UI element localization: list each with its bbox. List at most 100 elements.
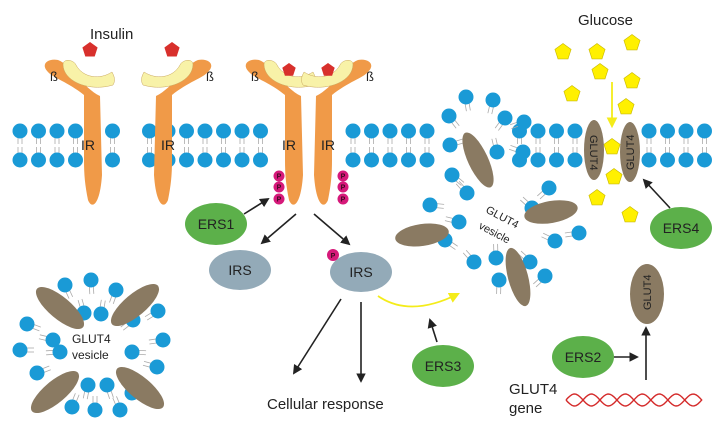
glucose-icon: [563, 85, 581, 102]
insulin-icon: [82, 42, 98, 57]
glut4-gene-label-2: gene: [509, 400, 542, 417]
svg-text:GLUT4: GLUT4: [587, 135, 599, 170]
phosphate-label: P: [341, 174, 346, 181]
lipid-icon: [442, 137, 465, 153]
svg-text:ERS3: ERS3: [425, 358, 462, 374]
lipid-icon: [382, 147, 398, 168]
lipid-icon: [124, 344, 147, 360]
lipid-icon: [29, 365, 51, 381]
lipid-icon: [80, 377, 96, 400]
ers4-node: ERS4: [650, 207, 712, 249]
lipid-icon: [216, 123, 231, 144]
beta-subunit-label: ß: [366, 69, 374, 84]
lipid-icon: [458, 89, 474, 112]
lipid-icon: [533, 268, 553, 288]
ers4-arrow: [642, 178, 671, 209]
translocation-arrow: [377, 293, 460, 308]
ers1-arrow: [243, 197, 270, 215]
arrows: [243, 82, 671, 383]
lipid-icon: [541, 232, 563, 249]
glucose-icon: [554, 43, 572, 60]
receptor-label: IR: [161, 137, 175, 153]
insulin-icon: [164, 42, 180, 57]
lipid-icon: [64, 393, 80, 415]
insulin-receptor: ßIR: [44, 59, 115, 205]
lipid-icon: [234, 123, 250, 144]
lipid-icon: [441, 108, 460, 129]
glucose-icon: [605, 168, 623, 185]
glucose-icon: [591, 63, 609, 80]
ers2-node: ERS2: [552, 336, 614, 378]
lipid-icon: [564, 225, 587, 241]
lipid-icon: [660, 147, 675, 168]
lipid-icon: [49, 123, 65, 144]
irs-node-unphosphorylated: IRS: [209, 250, 271, 290]
glut4-protein: GLUT4: [630, 264, 664, 324]
dna-strand: [565, 393, 703, 407]
glut4-in-vesicle: [35, 286, 85, 330]
lipid-icon: [197, 123, 213, 144]
lipid-icon: [549, 147, 564, 168]
lipid-icon: [382, 123, 398, 144]
lipid-icon: [253, 147, 268, 168]
beta-subunit-label: ß: [206, 69, 214, 84]
lipid-icon: [105, 147, 120, 168]
glut4-in-vesicle: [30, 370, 80, 414]
lipid-icon: [68, 147, 83, 168]
lipid-icon: [518, 250, 538, 270]
glut4-in-vesicle: [110, 283, 160, 327]
insulin-receptor: ßIR: [141, 59, 214, 205]
glucose-icon: [623, 34, 641, 51]
lipid-icon: [488, 243, 504, 266]
glut4-in-vesicle: [115, 366, 165, 410]
receptor-label: IR: [282, 137, 296, 153]
lipid-icon: [419, 123, 435, 144]
lipid-icon: [697, 147, 712, 168]
lipid-icon: [641, 147, 657, 168]
lipid-icon: [31, 147, 46, 168]
lipid-icon: [422, 197, 445, 213]
arrow-to-irs-p: [313, 213, 351, 246]
phosphate-label: P: [277, 174, 282, 181]
lipid-icon: [509, 144, 531, 160]
lipid-icon: [45, 344, 68, 360]
insulin-bound-icon: [321, 63, 335, 76]
lipid-icon: [678, 147, 694, 168]
lipid-icon: [179, 123, 194, 144]
insulin-bound-icon: [282, 63, 296, 76]
lipid-icon: [234, 147, 250, 168]
glut4-in-vesicle: [462, 132, 494, 188]
svg-text:ERS1: ERS1: [198, 216, 235, 232]
lipid-icon: [567, 123, 583, 144]
lipid-icon: [12, 123, 28, 144]
lipid-icon: [12, 342, 34, 358]
lipid-icon: [660, 123, 675, 144]
phosphate-label: P: [341, 185, 346, 192]
lipid-icon: [148, 332, 171, 348]
lipid-icon: [494, 110, 513, 131]
glut4-vesicle: [12, 272, 171, 418]
phosphate-label: P: [277, 185, 282, 192]
svg-text:GLUT4: GLUT4: [642, 275, 654, 310]
glut4-gene-dna: [565, 393, 703, 407]
phosphate-label: P: [341, 197, 346, 204]
lipid-icon: [31, 123, 46, 144]
lipid-icon: [253, 123, 268, 144]
cell-membrane: [12, 123, 712, 168]
svg-text:IRS: IRS: [228, 262, 251, 278]
lipid-icon: [530, 123, 546, 144]
lipid-icon: [142, 359, 165, 375]
lipid-icon: [462, 249, 482, 270]
svg-text:ERS2: ERS2: [565, 349, 602, 365]
lipid-icon: [19, 316, 41, 332]
glucose-label: Glucose: [578, 12, 633, 29]
lipid-icon: [108, 282, 124, 305]
glucose-icon: [617, 98, 635, 115]
lipid-icon: [87, 396, 103, 418]
arrow-cellular-1: [292, 298, 342, 375]
lipid-icon: [112, 396, 128, 418]
glut4-in-vesicle: [524, 200, 578, 224]
